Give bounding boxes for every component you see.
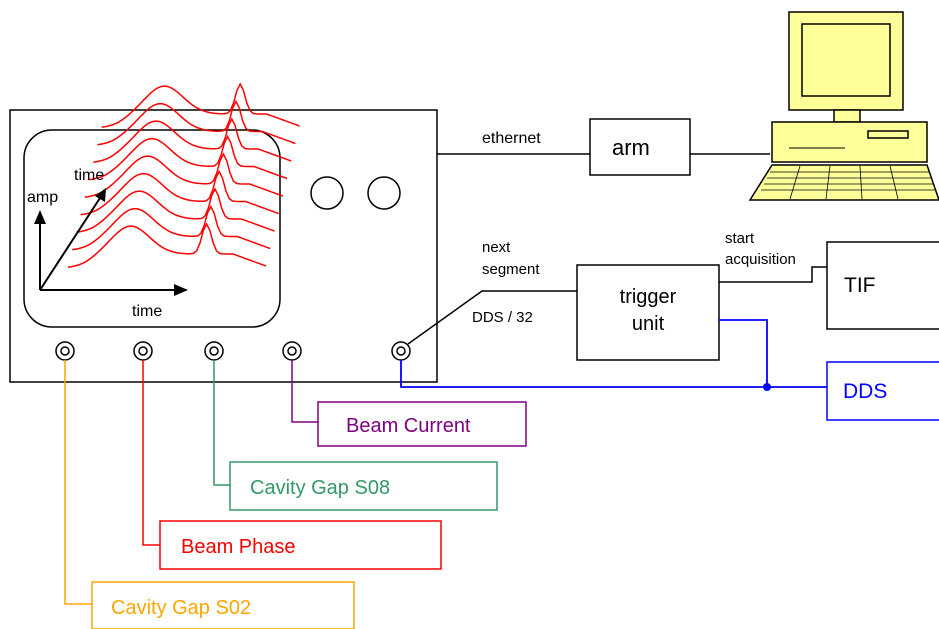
beam-phase-wire — [142, 360, 160, 546]
trigger-unit-box — [576, 264, 720, 361]
connector-1[interactable] — [55, 341, 75, 361]
trigger-unit-label-2: unit — [632, 313, 665, 335]
waveform-trace — [84, 152, 284, 198]
dds-box — [826, 361, 939, 421]
beam-current-box — [317, 401, 527, 447]
connector-2[interactable] — [133, 341, 153, 361]
waveform-trace — [97, 99, 296, 146]
connector-3[interactable] — [204, 341, 224, 361]
knob-left[interactable] — [310, 176, 344, 210]
oscilloscope: amp time time — [9, 82, 438, 383]
trigger-unit-label-1: trigger — [620, 286, 677, 308]
ethernet-label: ethernet — [482, 130, 541, 147]
waveform-trace — [76, 187, 275, 233]
connector-4[interactable] — [282, 341, 302, 361]
tif-label: TIF — [844, 274, 876, 297]
next-segment-label-2: segment — [482, 261, 540, 278]
waveform-trace — [88, 134, 288, 181]
waveform-trace — [72, 204, 271, 251]
amp-axis-label: amp — [27, 189, 58, 206]
depth-axis-arrowhead — [95, 188, 106, 202]
dds-junction — [763, 383, 771, 391]
start-acquisition-wire — [719, 266, 827, 283]
time-axis-arrowhead — [174, 284, 188, 296]
depth-axis — [39, 197, 101, 291]
waveform-trace — [80, 169, 279, 216]
arm-box — [589, 118, 691, 176]
dds-divider-label: DDS / 32 — [472, 309, 533, 326]
waveform-trace — [93, 117, 292, 163]
dds-scope-wire — [400, 360, 827, 388]
depth-axis-label: time — [74, 167, 104, 184]
cavity-gap-s02-box — [91, 581, 355, 629]
beam-current-wire — [291, 360, 318, 423]
amp-axis-arrowhead — [34, 210, 46, 224]
beam-phase-box — [159, 520, 442, 570]
cavity-gap-s08-label: Cavity Gap S08 — [250, 477, 390, 499]
connector-5[interactable] — [391, 341, 411, 361]
start-acquisition-label-1: start — [725, 230, 755, 247]
waveform-traces — [67, 82, 300, 268]
cavity-gap-s02-wire — [64, 360, 92, 605]
beam-phase-label: Beam Phase — [181, 536, 296, 558]
computer-icon — [748, 11, 939, 201]
oscilloscope-screen — [23, 129, 281, 328]
arm-label: arm — [612, 135, 650, 160]
waveform-trace — [101, 82, 300, 128]
cavity-gap-s08-wire — [213, 360, 230, 486]
next-segment-wire — [407, 290, 577, 345]
dds-trigger-wire — [719, 319, 768, 387]
tif-box — [826, 241, 939, 330]
beam-current-label: Beam Current — [346, 415, 471, 437]
time-axis-label: time — [132, 303, 162, 320]
knob-right[interactable] — [367, 176, 401, 210]
waveform-trace — [67, 222, 267, 268]
next-segment-label-1: next — [482, 239, 511, 256]
dds-label: DDS — [843, 380, 887, 403]
cavity-gap-s02-label: Cavity Gap S02 — [111, 597, 251, 619]
start-acquisition-label-2: acquisition — [725, 251, 796, 268]
cavity-gap-s08-box — [229, 461, 498, 511]
